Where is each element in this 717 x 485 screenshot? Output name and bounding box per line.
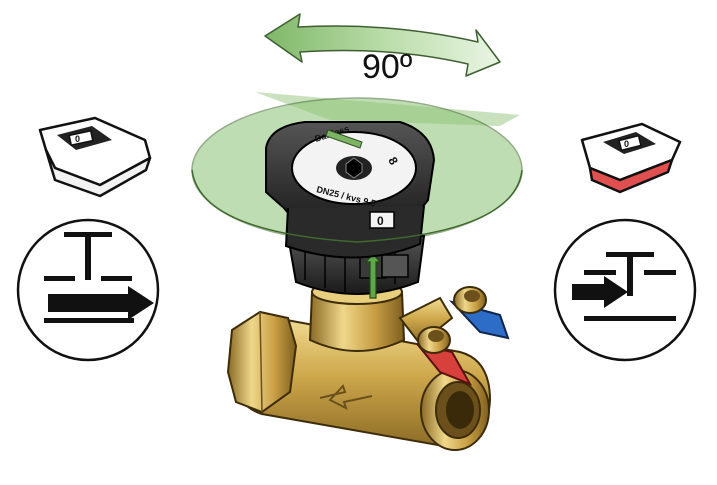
handle-open-digit: 0 (75, 134, 80, 144)
test-nipple-red (415, 326, 473, 386)
valve-body (226, 279, 492, 451)
rotation-angle-label: 90º (362, 48, 412, 86)
handle-closed-icon: 0 (580, 122, 682, 194)
valve-open-symbol-icon (16, 218, 160, 362)
handle-open-icon: 0 (38, 116, 152, 198)
handle-closed-digit: 0 (624, 139, 629, 149)
rotation-plane-front-edge (191, 169, 523, 243)
dial-setting-number: 0 (377, 214, 384, 228)
valve-closed-symbol-icon (553, 218, 697, 362)
rotation-arrow (264, 13, 501, 77)
test-nipple-blue (448, 286, 510, 340)
setting-knob: Danfoss DN25 / kvs 9.5 8 0 (265, 121, 436, 259)
